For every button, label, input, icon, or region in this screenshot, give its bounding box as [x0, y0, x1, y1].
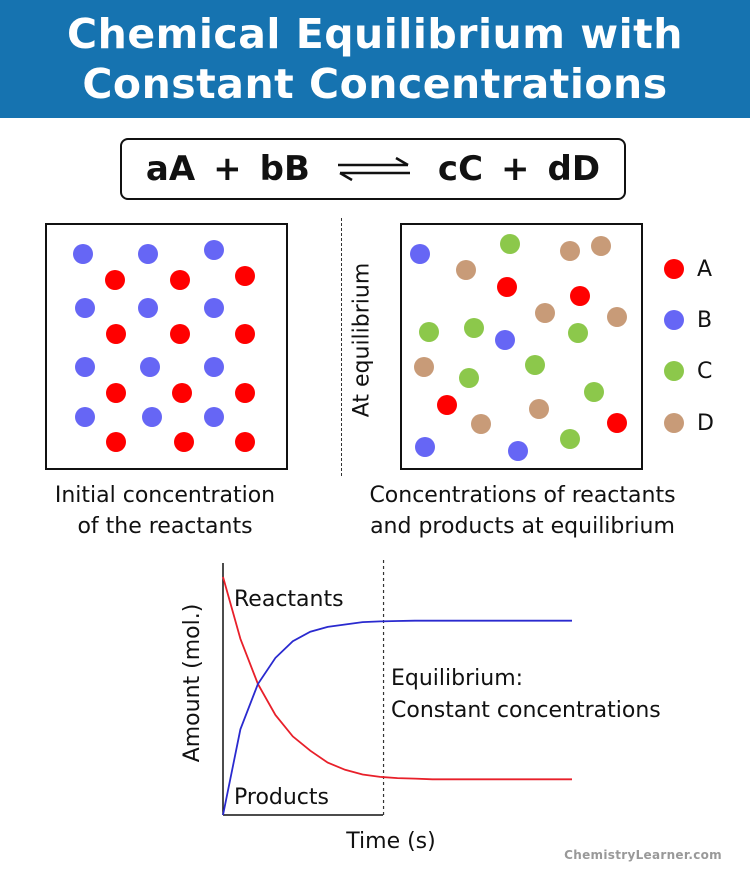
molecule-a — [235, 266, 255, 286]
molecule-b — [75, 298, 95, 318]
molecule-a — [607, 413, 627, 433]
molecule-d — [529, 399, 549, 419]
molecule-d — [414, 357, 434, 377]
molecule-b — [495, 330, 515, 350]
molecule-a — [170, 324, 190, 344]
molecule-a — [570, 286, 590, 306]
molecule-a — [235, 383, 255, 403]
molecule-c — [568, 323, 588, 343]
equilibrium-caption-line-1: Concentrations of reactants — [369, 483, 676, 508]
molecule-b — [75, 407, 95, 427]
equation-plus-2: + — [501, 149, 530, 189]
molecule-c — [419, 322, 439, 342]
molecule-b — [204, 298, 224, 318]
equilibrium-caption-line-2: and products at equilibrium — [370, 514, 675, 539]
molecule-a — [106, 432, 126, 452]
molecule-a — [437, 395, 457, 415]
molecule-c — [464, 318, 484, 338]
molecule-a — [170, 270, 190, 290]
equation-term-a: aA — [145, 149, 196, 189]
molecule-a — [235, 324, 255, 344]
y-axis-label: Amount (mol.) — [180, 604, 205, 763]
molecule-b — [204, 240, 224, 260]
products-series-label: Products — [234, 785, 329, 810]
legend-item-a: A — [664, 256, 713, 282]
credit-watermark: ChemistryLearner.com — [564, 848, 722, 862]
molecule-a — [235, 432, 255, 452]
initial-reactants-box — [45, 223, 288, 470]
equilibrium-caption: Concentrations of reactants and products… — [345, 480, 700, 542]
equilibrium-mixture-box — [400, 223, 643, 470]
reactants-series-line — [222, 576, 572, 781]
annotation-line-1: Equilibrium: — [391, 666, 523, 691]
molecule-d — [535, 303, 555, 323]
molecule-a — [106, 324, 126, 344]
molecule-b — [410, 244, 430, 264]
x-axis-label: Time (s) — [345, 829, 435, 854]
molecule-b — [142, 407, 162, 427]
molecule-d — [471, 414, 491, 434]
title-line-2: Constant Concentrations — [82, 60, 668, 108]
dashed-divider — [341, 218, 342, 476]
legend-label-c: C — [697, 358, 713, 384]
legend-label-d: D — [697, 410, 714, 436]
annotation-line-2: Constant concentrations — [391, 698, 661, 723]
title-banner: Chemical Equilibrium with Constant Conce… — [0, 0, 750, 118]
legend-dot-a — [664, 259, 684, 279]
equation-term-b: bB — [259, 149, 310, 189]
molecule-b — [204, 357, 224, 377]
reactants-series-label: Reactants — [234, 587, 344, 612]
legend-item-b: B — [664, 307, 713, 333]
molecule-c — [584, 382, 604, 402]
equation-plus-1: + — [213, 149, 242, 189]
initial-caption: Initial concentration of the reactants — [25, 480, 305, 542]
title-line-1: Chemical Equilibrium with — [67, 10, 683, 58]
molecule-b — [508, 441, 528, 461]
molecule-b — [138, 298, 158, 318]
initial-caption-line-1: Initial concentration — [54, 483, 276, 508]
legend-dot-b — [664, 310, 684, 330]
legend-dot-d — [664, 413, 684, 433]
molecule-d — [607, 307, 627, 327]
legend-label-a: A — [697, 256, 713, 282]
reaction-equation: aA + bB cC + dD — [120, 138, 626, 200]
molecule-a — [105, 270, 125, 290]
molecule-b — [138, 244, 158, 264]
legend-item-d: D — [664, 410, 714, 436]
initial-caption-line-2: of the reactants — [77, 514, 253, 539]
molecule-b — [204, 407, 224, 427]
molecule-b — [140, 357, 160, 377]
molecule-b — [73, 244, 93, 264]
legend-item-c: C — [664, 358, 713, 384]
molecule-c — [500, 234, 520, 254]
molecule-b — [415, 437, 435, 457]
equilibrium-arrow-icon — [337, 156, 410, 182]
molecule-a — [106, 383, 126, 403]
legend-dot-c — [664, 361, 684, 381]
molecule-a — [172, 383, 192, 403]
equation-term-c: cC — [437, 149, 484, 189]
molecule-c — [560, 429, 580, 449]
equation-term-d: dD — [547, 149, 601, 189]
legend-label-b: B — [697, 307, 713, 333]
products-series-line — [222, 619, 572, 816]
molecule-a — [174, 432, 194, 452]
molecule-c — [525, 355, 545, 375]
molecule-c — [459, 368, 479, 388]
molecule-b — [75, 357, 95, 377]
molecule-a — [497, 277, 517, 297]
molecule-d — [591, 236, 611, 256]
molecule-d — [560, 241, 580, 261]
molecule-d — [456, 260, 476, 280]
